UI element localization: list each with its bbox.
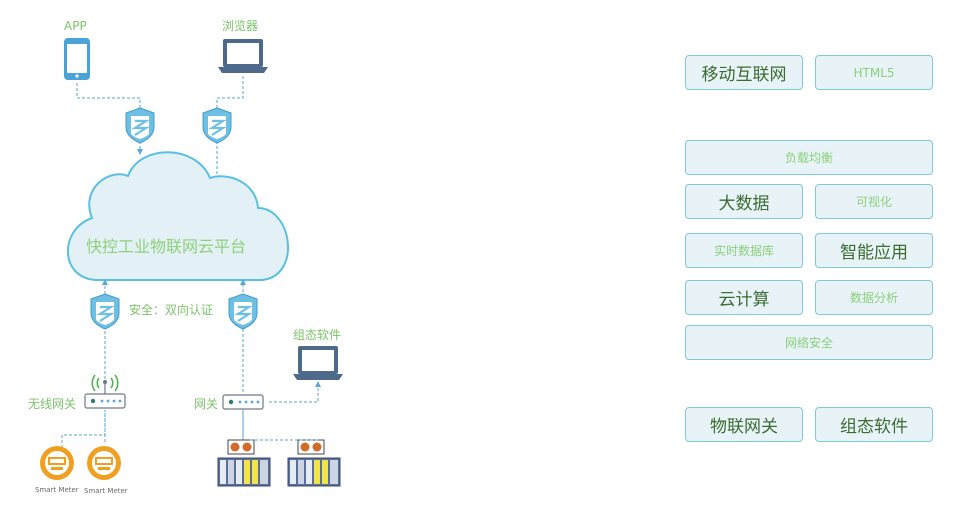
smart-meter-label: Smart Meter: [35, 486, 79, 494]
wireless-gateway-icon: [84, 374, 126, 409]
phone-icon: [64, 38, 90, 80]
box-mobile-internet: 移动互联网: [685, 55, 803, 90]
box-iot-gateway: 物联网关: [685, 407, 803, 442]
box-visualization: 可视化: [815, 184, 933, 219]
plc-device-icon: [217, 439, 271, 487]
plc-device-icon: [287, 439, 341, 487]
cloud-shape: [67, 151, 289, 281]
box-cloud-computing: 云计算: [685, 280, 803, 315]
shield-icon-gateway: [227, 292, 259, 331]
security-label: 安全：双向认证: [129, 303, 214, 317]
box-load-balancing: 负载均衡: [685, 140, 933, 175]
config-software-laptop-icon: [293, 346, 343, 380]
box-network-security: 网络安全: [685, 325, 933, 360]
browser-label: 浏览器: [222, 19, 259, 33]
gateway-label: 网关: [194, 397, 219, 411]
shield-icon-app: [124, 106, 156, 145]
smart-meter-label: Smart Meter: [84, 487, 128, 495]
app-label: APP: [64, 19, 87, 33]
smart-meter-icon: [87, 446, 121, 480]
cloud-platform-label: 快控工业物联网云平台: [86, 237, 247, 256]
config-software-label: 组态软件: [293, 328, 342, 342]
box-smart-app: 智能应用: [815, 233, 933, 268]
box-data-analysis: 数据分析: [815, 280, 933, 315]
shield-icon-browser: [201, 106, 233, 145]
browser-laptop-icon: [218, 39, 268, 73]
box-realtime-db: 实时数据库: [685, 233, 803, 268]
box-config-software: 组态软件: [815, 407, 933, 442]
shield-icon-wireless: [89, 292, 121, 331]
gateway-router-icon: [222, 394, 264, 410]
box-html5: HTML5: [815, 55, 933, 90]
smart-meter-icon: [40, 446, 74, 480]
box-big-data: 大数据: [685, 184, 803, 219]
wireless-gateway-label: 无线网关: [28, 397, 77, 411]
